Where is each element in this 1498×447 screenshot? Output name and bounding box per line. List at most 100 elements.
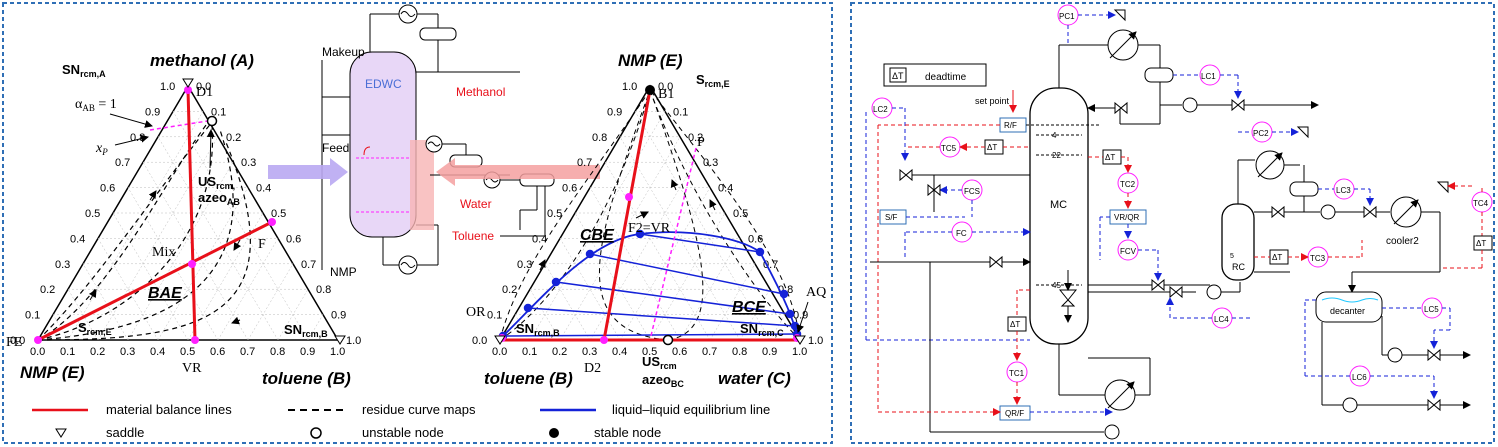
product-label: Toluene (452, 229, 494, 243)
svg-text:ΔT: ΔT (1010, 320, 1020, 329)
alpha-label: αAB = 1 (75, 97, 117, 113)
point-label: AQ (806, 285, 826, 300)
point-label: VR (182, 361, 202, 376)
svg-text:PC2: PC2 (1253, 129, 1269, 138)
control-scheme: ΔT deadtime MC 4 22 45 set point PC1 (865, 4, 1493, 440)
svg-text:LC1: LC1 (1201, 72, 1216, 81)
reflux-drum (419, 27, 457, 41)
sn-label: SNrcm,A (62, 62, 106, 79)
svg-text:LC3: LC3 (1336, 186, 1351, 195)
grid-line (127, 162, 234, 341)
us-label: USrcm (642, 354, 677, 371)
vertex-label: NMP (E) (20, 363, 85, 382)
point-label: FE (6, 335, 22, 350)
saddle-left (494, 335, 506, 345)
vertex-label: water (C) (718, 369, 791, 388)
tick-label: 0.3 (120, 346, 135, 358)
point-label: D2 (584, 361, 601, 376)
lle-point (551, 277, 561, 287)
tick-label: 0.5 (733, 208, 748, 220)
tick-label: 0.9 (762, 346, 777, 358)
tick-label: 0.6 (748, 233, 763, 245)
tick-label: 0.4 (718, 183, 733, 195)
svg-text:ΔT: ΔT (1476, 239, 1486, 248)
point-fe (34, 336, 42, 344)
vertex-label: toluene (B) (262, 369, 351, 388)
tick-label: 0.0 (472, 335, 487, 347)
sn-label: SNrcm,B (516, 321, 560, 338)
pump-icon (1182, 97, 1198, 113)
lle-point (785, 309, 795, 319)
xp-label: xP (95, 141, 108, 157)
tick-label: 0.7 (115, 157, 130, 169)
s-label: Srcm,E (696, 72, 730, 89)
lle-point (523, 303, 533, 313)
grid-line (709, 263, 756, 341)
product-label: Methanol (456, 85, 505, 99)
residue-curve (37, 119, 211, 341)
tick-label: 0.4 (532, 233, 547, 245)
azeo-label: azeoBC (642, 372, 684, 389)
legend-label: saddle (106, 425, 144, 440)
vertex-label: NMP (E) (618, 51, 683, 70)
tick-label: 0.5 (547, 208, 562, 220)
tick-label: 0.8 (316, 284, 331, 296)
right-panel-border (850, 2, 1495, 444)
vertex-label: methanol (A) (150, 51, 254, 70)
point-label: P (697, 135, 705, 150)
point-vr (191, 336, 199, 344)
grid-line (589, 162, 696, 341)
curve-arrow (231, 316, 241, 325)
tick-label: 0.2 (688, 132, 703, 144)
tick-label: 0.0 (10, 335, 25, 347)
tick-label: 0.0 (30, 346, 45, 358)
svg-text:R/F: R/F (1004, 121, 1017, 130)
tick-label: 0.1 (211, 106, 226, 118)
tie-line (527, 307, 796, 327)
tick-label: 0.5 (85, 208, 100, 220)
tick-label: 0.5 (271, 208, 286, 220)
svg-text:LC5: LC5 (1424, 305, 1439, 314)
saddle-top (182, 78, 194, 88)
set-point-label: set point (975, 96, 1010, 106)
curve-arrow (88, 289, 97, 301)
flow-arrow (436, 158, 600, 186)
tick-label: 1.0 (792, 346, 807, 358)
grid-line (82, 263, 129, 341)
tie-line (502, 333, 798, 337)
lle-point (635, 229, 645, 239)
tick-label: 0.9 (607, 106, 622, 118)
residue-curve (37, 129, 234, 341)
point-f2 (625, 193, 633, 201)
grid-line (529, 111, 666, 341)
grid-line (247, 263, 294, 341)
tick-label: 0.2 (90, 346, 105, 358)
grid-line (634, 111, 771, 341)
tick-label: 0.5 (180, 346, 195, 358)
tick-label: 0.2 (40, 284, 55, 296)
reboiler-icon (1104, 379, 1136, 411)
valve-icon (1231, 98, 1245, 112)
material-balance-line (186, 89, 197, 341)
pump-icon (1104, 424, 1120, 440)
lle-point (755, 247, 765, 257)
legend-label: stable node (594, 425, 661, 440)
grid-line (739, 289, 771, 341)
cooler2-label: cooler2 (1386, 236, 1419, 247)
svg-text:LC4: LC4 (1214, 315, 1229, 324)
tick-label: 0.0 (492, 346, 507, 358)
pump-icon (1206, 284, 1222, 300)
grid-line (544, 263, 591, 341)
flow-arrow (268, 158, 348, 186)
svg-text:FCV: FCV (1120, 247, 1137, 256)
pump-icon (1320, 204, 1336, 220)
deadtime-box (1473, 235, 1493, 251)
tick-label: 0.7 (301, 259, 316, 271)
tick-label: 0.3 (703, 157, 718, 169)
svg-text:TC2: TC2 (1120, 180, 1136, 189)
residue-curve (37, 124, 214, 341)
pump-icon (1342, 397, 1358, 413)
tick-label: 0.8 (732, 346, 747, 358)
